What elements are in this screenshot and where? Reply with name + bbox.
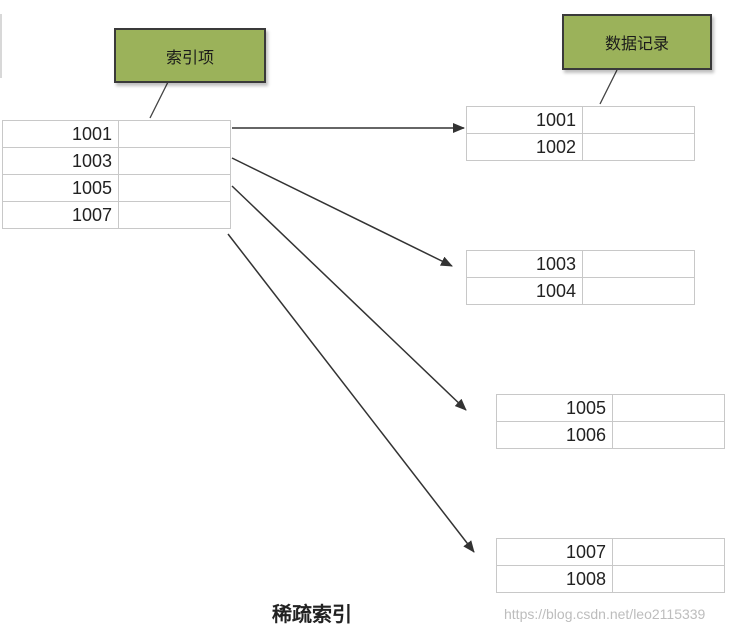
data-key: 1006	[496, 421, 613, 449]
data-record	[582, 106, 695, 134]
callout-index	[149, 81, 169, 119]
watermark: https://blog.csdn.net/leo2115339	[504, 606, 706, 622]
data-key: 1007	[496, 538, 613, 566]
table-row: 1003	[2, 147, 231, 175]
data-key: 1002	[466, 133, 583, 161]
table-row: 1001	[2, 120, 231, 148]
data-block-4: 1007 1008	[496, 538, 725, 593]
data-block-3: 1005 1006	[496, 394, 725, 449]
left-edge-line	[0, 14, 2, 78]
diagram-caption: 稀疏索引	[272, 602, 352, 626]
index-table: 1001 1003 1005 1007	[2, 120, 231, 229]
data-key: 1003	[466, 250, 583, 278]
index-label-box: 索引项	[114, 28, 266, 83]
index-pointer	[118, 174, 231, 202]
data-record	[582, 133, 695, 161]
index-pointer	[118, 201, 231, 229]
data-key: 1001	[466, 106, 583, 134]
index-key: 1005	[2, 174, 119, 202]
data-record	[612, 565, 725, 593]
data-key: 1005	[496, 394, 613, 422]
index-key: 1001	[2, 120, 119, 148]
table-row: 1005	[2, 174, 231, 202]
table-row: 1007	[2, 201, 231, 229]
index-pointer	[118, 147, 231, 175]
data-key: 1004	[466, 277, 583, 305]
data-record	[582, 277, 695, 305]
table-row: 1005	[496, 394, 725, 422]
data-block-2: 1003 1004	[466, 250, 695, 305]
data-record	[612, 394, 725, 422]
index-pointer	[118, 120, 231, 148]
data-record	[612, 421, 725, 449]
table-row: 1007	[496, 538, 725, 566]
data-record	[582, 250, 695, 278]
table-row: 1008	[496, 565, 725, 593]
data-key: 1008	[496, 565, 613, 593]
data-label-text: 数据记录	[604, 34, 669, 53]
table-row: 1001	[466, 106, 695, 134]
table-row: 1006	[496, 421, 725, 449]
index-label-text: 索引项	[165, 47, 214, 67]
data-record	[612, 538, 725, 566]
arrow-1003	[231, 157, 453, 267]
data-label-box: 数据记录	[562, 14, 712, 70]
index-key: 1007	[2, 201, 119, 229]
data-block-1: 1001 1002	[466, 106, 695, 161]
arrow-1007	[227, 233, 475, 553]
index-key: 1003	[2, 147, 119, 175]
table-row: 1002	[466, 133, 695, 161]
table-row: 1003	[466, 250, 695, 278]
callout-data	[599, 69, 618, 105]
table-row: 1004	[466, 277, 695, 305]
arrow-1005	[231, 185, 467, 411]
